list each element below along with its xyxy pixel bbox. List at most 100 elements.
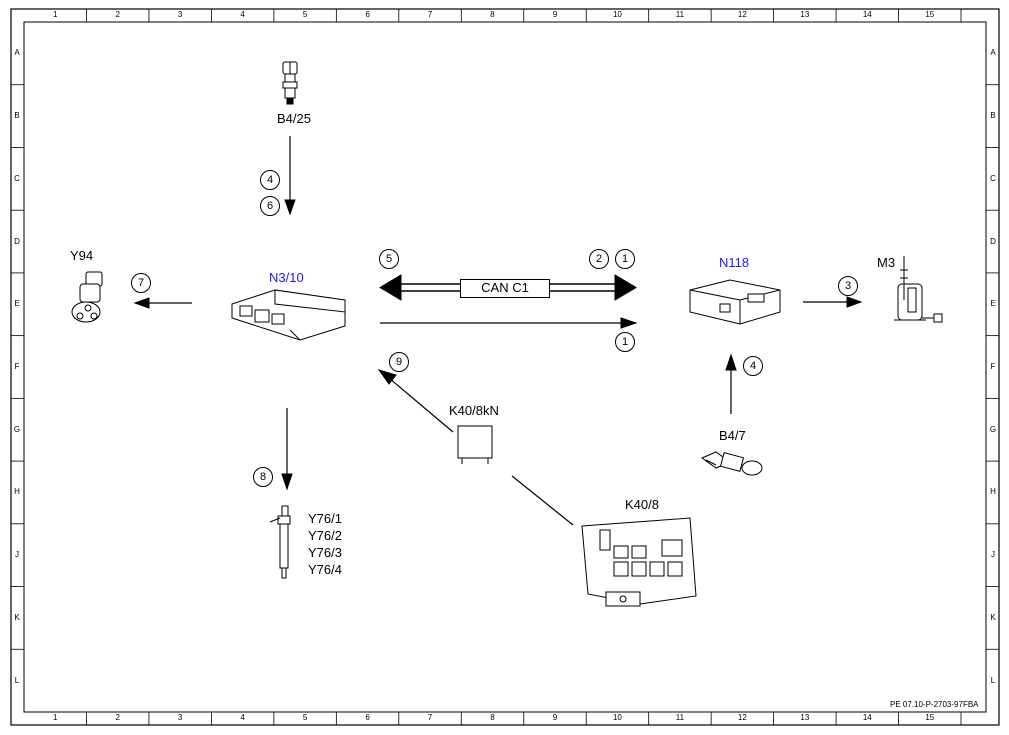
column-label: 3	[177, 10, 183, 19]
can-bus-left-arrowhead	[379, 274, 402, 301]
column-label: 15	[925, 713, 935, 722]
column-label: 10	[612, 713, 622, 722]
row-label: A	[990, 48, 996, 58]
outer-frame	[10, 8, 1000, 726]
y76-glow-plug-icon	[269, 505, 291, 579]
inner-frame	[23, 21, 987, 713]
arrowhead-y94	[133, 297, 150, 309]
column-label: 6	[365, 713, 370, 722]
row-label: L	[990, 675, 996, 685]
row-label: F	[990, 362, 996, 371]
row-label: B	[14, 111, 20, 121]
column-label: 2	[115, 713, 120, 722]
row-label: B	[990, 111, 996, 121]
marker-4-b4-25: 4	[260, 170, 280, 190]
row-label: C	[990, 173, 996, 183]
label-k40-8kn: K40/8kN	[449, 403, 499, 418]
label-y76-1: Y76/1	[308, 511, 342, 526]
label-m3: M3	[877, 255, 896, 270]
column-label: 3	[177, 713, 183, 722]
y94-valve-icon	[71, 271, 103, 323]
n118-unit-icon	[689, 279, 781, 325]
label-b4-25: B4/25	[277, 111, 311, 126]
column-label: 2	[115, 10, 120, 19]
row-label: K	[14, 612, 20, 622]
marker-9: 9	[389, 352, 409, 372]
row-label: K	[990, 612, 996, 622]
column-label: 1	[52, 10, 58, 19]
label-y76-3: Y76/3	[308, 545, 342, 560]
column-label: 5	[302, 713, 308, 722]
column-label: 7	[427, 713, 433, 722]
arrowhead-y76	[281, 473, 293, 491]
row-label: J	[991, 550, 995, 560]
row-label: C	[14, 173, 20, 183]
b4-7-sensor-icon	[700, 451, 763, 476]
column-label: 9	[552, 10, 558, 19]
row-label: A	[14, 48, 20, 58]
marker-1-can: 1	[615, 249, 635, 269]
m3-fuel-pump-icon	[894, 256, 943, 323]
row-label: J	[15, 550, 19, 560]
marker-2: 2	[589, 249, 609, 269]
column-label: 7	[427, 10, 433, 19]
arrowhead-b4-25	[284, 199, 296, 216]
column-label: 4	[240, 713, 245, 722]
marker-4-b4-7: 4	[743, 356, 763, 376]
row-label: H	[990, 487, 996, 497]
column-label: 8	[490, 10, 495, 19]
row-label: E	[14, 299, 20, 309]
column-label: 1	[52, 713, 58, 722]
row-label: G	[13, 424, 21, 434]
can-bus-label: CAN C1	[460, 279, 550, 298]
column-label: 15	[925, 10, 935, 19]
label-y76-2: Y76/2	[308, 528, 342, 543]
column-label: 4	[240, 10, 245, 19]
row-label: E	[990, 299, 996, 309]
column-label: 5	[302, 10, 308, 19]
marker-3: 3	[838, 276, 858, 296]
column-label: 8	[490, 713, 495, 722]
label-y94: Y94	[70, 248, 94, 263]
column-label: 13	[800, 713, 810, 722]
can-bus-right-arrowhead	[614, 274, 637, 301]
arrowhead-m3	[846, 296, 863, 308]
document-reference: PE 07.10-P-2703-97FBA	[890, 700, 979, 709]
column-label: 14	[862, 10, 872, 19]
n3-10-ecu-icon	[231, 289, 346, 341]
column-label: 9	[552, 713, 558, 722]
column-label: 6	[365, 10, 370, 19]
k40-8kn-relay-icon	[457, 425, 493, 464]
column-label: 10	[612, 10, 622, 19]
label-n3-10: N3/10	[269, 270, 304, 285]
marker-1-lower: 1	[615, 332, 635, 352]
arrowhead-k40-8kn	[377, 369, 397, 385]
row-label: D	[14, 236, 20, 246]
column-label: 11	[675, 713, 685, 722]
row-label: H	[14, 487, 20, 497]
row-label: L	[14, 675, 20, 685]
label-n118: N118	[719, 255, 750, 270]
row-label: F	[14, 362, 20, 371]
label-k40-8: K40/8	[625, 497, 659, 512]
column-label: 12	[737, 713, 747, 722]
arrowhead-n118	[620, 317, 638, 329]
label-y76-4: Y76/4	[308, 562, 342, 577]
marker-5: 5	[379, 249, 399, 269]
column-label: 11	[675, 10, 685, 19]
marker-7: 7	[131, 273, 151, 293]
arrowhead-b4-7	[725, 353, 737, 371]
b4-25-sensor-icon	[282, 61, 298, 105]
row-label: G	[989, 424, 997, 434]
k40-8-fuse-box-icon	[581, 517, 697, 607]
grid-ticks	[11, 9, 999, 725]
column-label: 14	[862, 713, 872, 722]
label-b4-7: B4/7	[719, 428, 746, 443]
arrow-k40-8kn-to-n3-10	[388, 377, 454, 433]
line-k40-8kn-to-k40-8	[511, 475, 574, 526]
marker-8: 8	[253, 467, 273, 487]
marker-6: 6	[260, 196, 280, 216]
column-label: 12	[737, 10, 747, 19]
column-label: 13	[800, 10, 810, 19]
